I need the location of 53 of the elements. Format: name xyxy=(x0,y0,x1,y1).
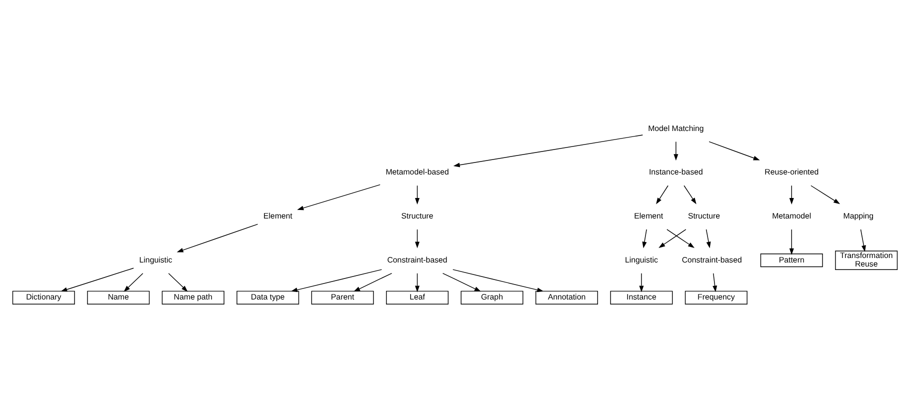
arrow xyxy=(354,272,392,292)
arrow xyxy=(706,228,711,248)
node-text: Constraint-based xyxy=(682,254,742,264)
arrow xyxy=(860,228,866,252)
arrow xyxy=(639,272,644,292)
arrow xyxy=(124,272,144,292)
node-box: Data type xyxy=(236,290,300,304)
node-text: Reuse-oriented xyxy=(764,167,819,176)
arrow xyxy=(642,228,647,248)
arrow xyxy=(415,228,420,248)
arrow xyxy=(168,272,188,292)
arrow xyxy=(674,140,678,160)
node-text: Mapping xyxy=(843,210,874,220)
node-text: Linguistic xyxy=(625,254,658,264)
node-box: Graph xyxy=(460,290,524,304)
node-text: Structure xyxy=(401,210,434,220)
arrow xyxy=(415,184,420,204)
node-text: Linguistic xyxy=(139,254,172,264)
arrow xyxy=(708,140,760,160)
arrow xyxy=(452,268,544,292)
node-box: Name path xyxy=(162,290,224,304)
node-text: Metamodel-based xyxy=(386,167,449,176)
node-text: Structure xyxy=(688,210,720,220)
node-box: Pattern xyxy=(760,252,823,267)
node-text: Element xyxy=(634,210,664,220)
node-box: Annotation xyxy=(535,290,598,304)
node-text: Constraint-based xyxy=(387,254,448,264)
node-text: Metamodel xyxy=(772,210,812,220)
arrow xyxy=(666,228,695,248)
node-box: Instance xyxy=(610,290,673,304)
arrow xyxy=(176,223,258,252)
arrow xyxy=(789,228,794,254)
arrow xyxy=(656,184,668,204)
arrow xyxy=(684,184,696,204)
node-box: Transformation Reuse xyxy=(835,250,898,270)
node-text: Model Matching xyxy=(648,123,704,132)
arrow xyxy=(810,184,840,204)
arrow xyxy=(658,228,686,248)
arrow xyxy=(415,272,420,292)
node-box: Dictionary xyxy=(12,290,75,304)
arrow xyxy=(712,272,718,292)
node-box: Parent xyxy=(311,290,374,304)
node-text: Instance-based xyxy=(648,167,703,176)
arrow xyxy=(789,184,794,204)
arrow xyxy=(60,267,134,292)
node-box: Frequency xyxy=(684,290,748,304)
node-box: Leaf xyxy=(386,290,449,304)
node-box: Name xyxy=(87,290,150,304)
node-text: Element xyxy=(263,210,292,220)
arrow xyxy=(297,184,380,210)
arrow xyxy=(442,272,481,292)
arrow xyxy=(453,134,644,167)
arrow xyxy=(290,268,382,292)
